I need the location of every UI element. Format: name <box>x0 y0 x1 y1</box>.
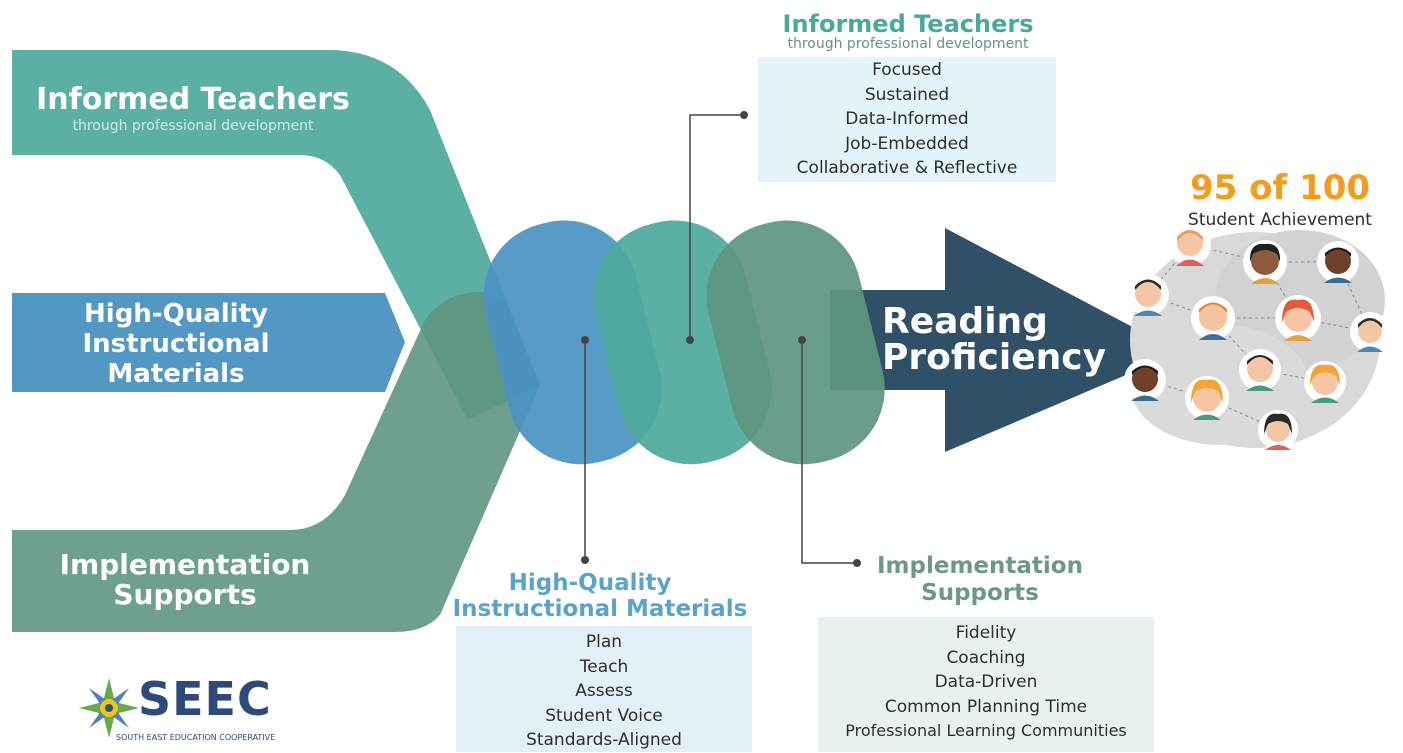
achievement-score: 95 of 100 <box>1189 168 1371 208</box>
materials-stream-line1: High-Quality <box>84 299 268 329</box>
supports-item: Common Planning Time <box>884 696 1088 717</box>
arrow-label-line2: Proficiency <box>882 337 1106 378</box>
materials-connector-dot <box>581 336 589 344</box>
supports-connector-end <box>853 559 861 567</box>
student-avatar-icon <box>1275 295 1321 341</box>
informed-box-subtitle: through professional development <box>787 36 1029 52</box>
student-avatar-icon <box>1239 349 1281 391</box>
informed-connector-end <box>740 111 748 119</box>
informed-stream-subtitle: through professional development <box>72 118 314 134</box>
informed-box-list: Focused Sustained Data-Informed Job-Embe… <box>758 57 1056 182</box>
informed-item: Data-Informed <box>845 109 969 129</box>
informed-teachers-stream <box>12 50 540 420</box>
supports-item: Data-Driven <box>934 672 1038 692</box>
supports-item: Professional Learning Communities <box>845 721 1127 740</box>
supports-item: Coaching <box>946 647 1026 668</box>
supports-box-list: Fidelity Coaching Data-Driven Common Pla… <box>818 617 1154 752</box>
achievement-label: Student Achievement <box>1188 210 1372 230</box>
student-avatar-icon <box>1169 224 1211 266</box>
student-avatar-icon <box>1304 361 1346 403</box>
student-avatars <box>1124 224 1390 450</box>
materials-item: Plan <box>585 632 623 652</box>
arrow-label-line1: Reading <box>882 301 1048 342</box>
supports-connector-dot <box>798 336 806 344</box>
reading-proficiency-arrow <box>830 228 1180 452</box>
student-avatar-icon <box>1258 410 1298 450</box>
student-avatar-icon <box>1191 296 1235 340</box>
materials-item: Standards-Aligned <box>526 730 682 750</box>
informed-item: Sustained <box>864 84 950 105</box>
materials-stream-line3: Materials <box>107 359 244 389</box>
seec-compass-icon <box>79 678 139 738</box>
materials-item: Teach <box>579 656 629 677</box>
materials-item: Assess <box>575 681 633 701</box>
materials-stream-line2: Instructional <box>82 329 269 359</box>
materials-stream <box>12 293 405 392</box>
informed-item: Collaborative & Reflective <box>796 158 1018 178</box>
informed-item: Job-Embedded <box>845 133 969 154</box>
supports-stream-line2: Supports <box>113 578 256 611</box>
supports-box-title-line1: Implementation <box>877 553 1083 579</box>
seec-logo: SEEC <box>138 672 272 726</box>
materials-box-title-line2: Instructional Materials <box>452 596 748 622</box>
materials-box-title-line1: High-Quality <box>508 570 672 596</box>
supports-stream <box>12 292 540 632</box>
student-avatar-icon <box>1350 312 1390 352</box>
supports-box-title-line2: Supports <box>921 580 1039 606</box>
informed-connector-dot <box>686 336 694 344</box>
supports-pill <box>706 220 885 465</box>
materials-connector-end <box>581 556 589 564</box>
informed-item: Focused <box>872 60 942 80</box>
student-avatar-icon <box>1317 241 1359 283</box>
supports-item: Fidelity <box>955 623 1017 643</box>
seec-logo-tagline: SOUTH EAST EDUCATION COOPERATIVE <box>116 733 276 742</box>
informed-box-title: Informed Teachers <box>782 10 1034 38</box>
materials-box-list: Plan Teach Assess Student Voice Standard… <box>456 626 752 752</box>
materials-item: Student Voice <box>545 705 663 726</box>
student-avatar-icon <box>1185 376 1229 420</box>
informed-connector <box>689 114 744 340</box>
supports-connector <box>801 340 857 564</box>
student-avatar-icon <box>1124 359 1166 401</box>
informed-stream-title: Informed Teachers <box>36 82 350 117</box>
supports-stream-line1: Implementation <box>60 548 311 581</box>
student-avatar-icon <box>1243 240 1287 284</box>
student-avatar-icon <box>1127 274 1169 316</box>
